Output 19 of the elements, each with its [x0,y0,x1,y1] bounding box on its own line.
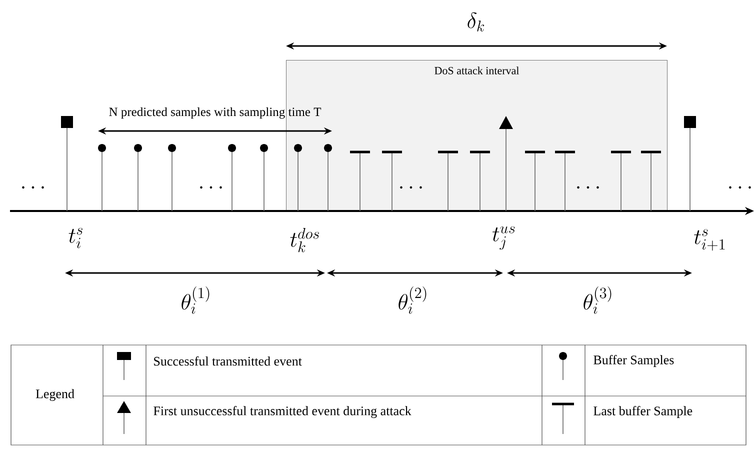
time-label: $t_{i+1}^s$ [694,229,725,251]
ellipsis: $\cdots$ [200,186,222,189]
time-label: $t_i^s$ [68,228,82,248]
interval-label: $\theta_i^{(2)}$ [398,286,426,314]
ellipsis: $\cdots$ [22,186,44,189]
interval-label: $\theta_i^{(1)}$ [182,286,210,314]
ellipsis: $\cdots$ [729,186,751,189]
ellipsis: $\cdots$ [400,186,422,189]
time-label: $t_j^{us}$ [492,226,515,250]
ellipsis: $\cdots$ [577,186,599,189]
legend-text: First unsuccessful transmitted event during attack [154,406,412,418]
time-label: $t_k^{dos}$ [290,228,319,252]
legend-title: Legend [36,389,74,401]
interval-label: $\theta_i^{(3)}$ [584,286,612,314]
legend-text: Last buffer Sample [594,406,692,418]
dimension-text: N predicted samples with sampling time T [109,107,322,119]
interval-label: $\delta_k$ [468,12,484,32]
legend-text: Successful transmitted event [154,356,302,366]
legend-text: Buffer Samples [594,355,674,367]
